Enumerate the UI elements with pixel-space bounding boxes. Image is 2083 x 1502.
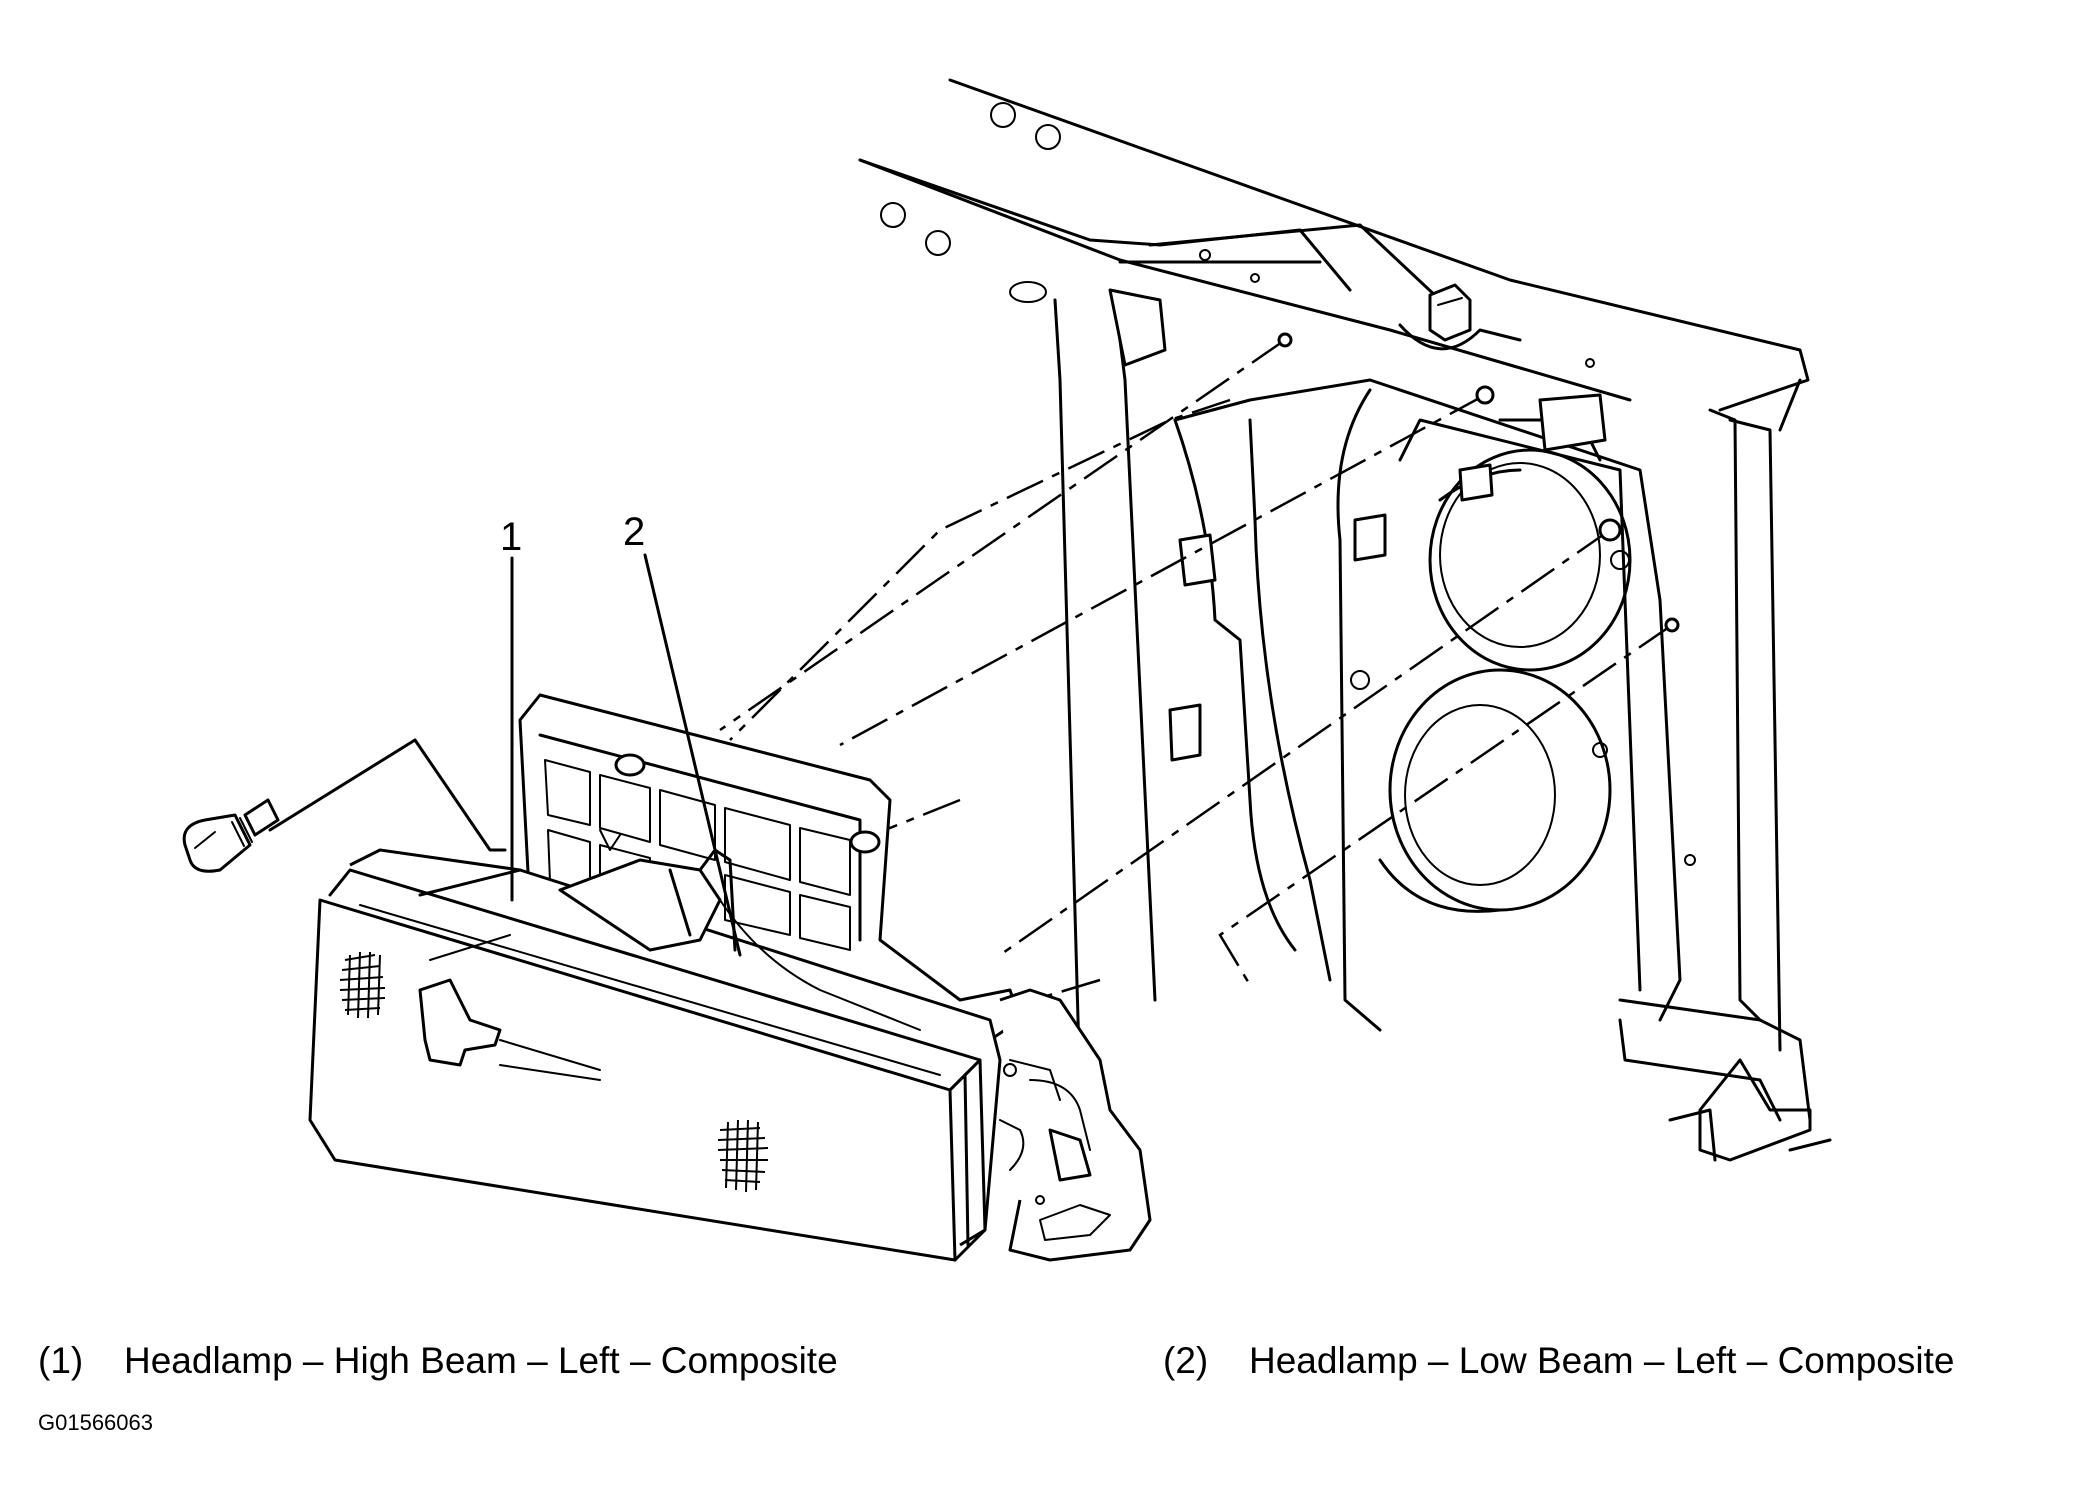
headlamp-wiring xyxy=(999,988,1152,1262)
figure-id: G01566063 xyxy=(38,1410,153,1435)
frame-mounting-holes xyxy=(1277,332,1680,633)
legend-item-1-number: (1) xyxy=(38,1340,84,1381)
mounting-screw xyxy=(182,738,507,873)
svg-text:2: 2 xyxy=(623,510,645,554)
legend-item-2-number: (2) xyxy=(1163,1340,1209,1381)
callout-2: 2 xyxy=(623,510,742,957)
radiator-support-frame xyxy=(858,78,1832,1202)
headlamp-assembly-illustration: 1 2 xyxy=(182,78,1832,1262)
lens-hatch-left xyxy=(339,951,386,1019)
alignment-lines xyxy=(719,338,1673,1012)
svg-text:1: 1 xyxy=(500,515,522,559)
legend-item-1-text: Headlamp – High Beam – Left – Composite xyxy=(124,1340,838,1381)
legend-item-2-text: Headlamp – Low Beam – Left – Composite xyxy=(1249,1340,1955,1381)
legend-item-2: (2) Headlamp – Low Beam – Left – Composit… xyxy=(1163,1340,1954,1382)
callout-1: 1 xyxy=(500,515,522,902)
lens-hatch-right xyxy=(717,1119,769,1193)
legend-item-1: (1) Headlamp – High Beam – Left – Composi… xyxy=(38,1340,838,1382)
headlamp-body xyxy=(308,848,1002,1262)
